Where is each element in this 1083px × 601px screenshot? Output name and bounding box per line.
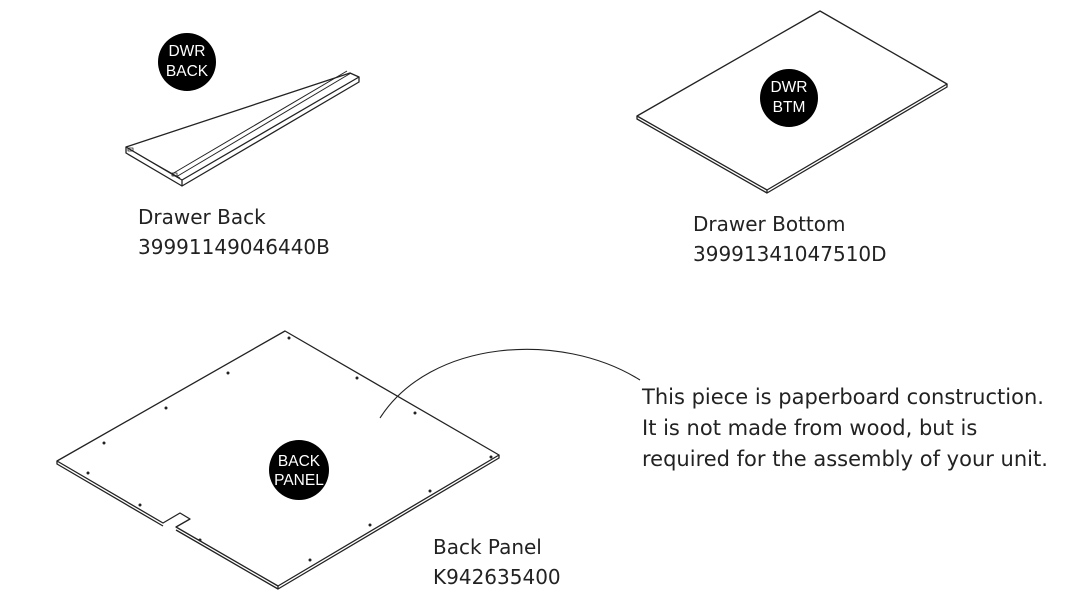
note-line: This piece is paperboard construction. (642, 385, 1044, 409)
drawer-back-badge: DWR BACK (158, 33, 216, 91)
back-panel-holes (86, 336, 493, 562)
back-panel-code: K942635400 (433, 565, 561, 589)
drawer-back-drawing (125, 70, 360, 187)
back-panel-label: Back Panel K942635400 (433, 532, 561, 592)
svg-text:BACK: BACK (278, 453, 321, 470)
drawer-back-label: Drawer Back 39991149046440B (138, 202, 330, 262)
drawer-back-name: Drawer Back (138, 205, 266, 229)
svg-text:BTM: BTM (773, 99, 806, 116)
drawer-bottom-code: 39991341047510D (693, 242, 887, 266)
note-line: It is not made from wood, but is (642, 416, 978, 440)
svg-text:PANEL: PANEL (274, 472, 324, 489)
drawer-back-code: 39991149046440B (138, 235, 330, 259)
drawer-bottom-badge: DWR BTM (760, 69, 818, 127)
svg-text:BACK: BACK (166, 63, 209, 80)
drawer-bottom-label: Drawer Bottom 39991341047510D (693, 209, 887, 269)
back-panel-badge: BACK PANEL (269, 440, 329, 500)
svg-text:DWR: DWR (168, 43, 205, 60)
paperboard-note: This piece is paperboard construction. I… (642, 382, 1048, 475)
leader-line (379, 348, 641, 419)
svg-text:DWR: DWR (770, 79, 807, 96)
drawer-bottom-name: Drawer Bottom (693, 212, 846, 236)
note-line: required for the assembly of your unit. (642, 447, 1048, 471)
back-panel-name: Back Panel (433, 535, 542, 559)
